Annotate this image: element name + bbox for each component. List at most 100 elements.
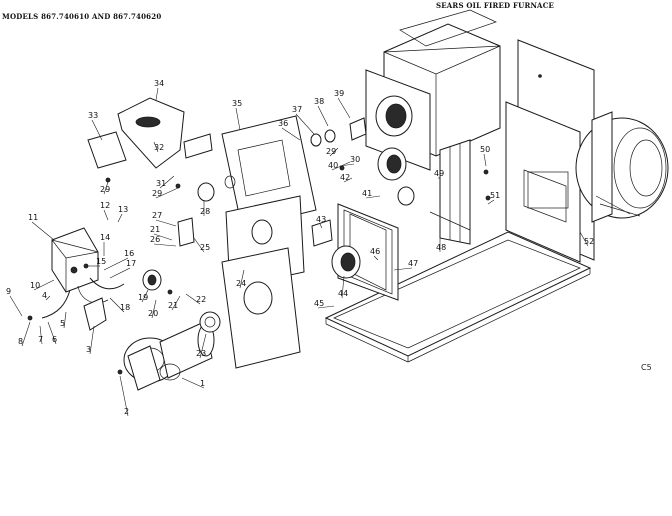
callout-19: 19	[138, 293, 148, 302]
callout-37: 37	[292, 105, 302, 114]
callout-25: 25	[200, 243, 210, 252]
leader-line	[185, 293, 201, 305]
leader-line	[235, 107, 241, 131]
callout-36: 36	[278, 119, 288, 128]
base-pan	[324, 231, 592, 363]
leader-line	[109, 297, 125, 313]
leader-line	[63, 311, 67, 329]
callout-8: 8	[18, 337, 23, 346]
callout-10: 10	[30, 281, 40, 290]
callout-38: 38	[314, 97, 324, 106]
leader-line	[153, 243, 177, 247]
rear-panel	[505, 39, 595, 263]
gasket-ring	[199, 311, 221, 333]
oil-burner	[123, 321, 215, 391]
leader-line	[117, 213, 123, 223]
leader-line	[365, 195, 381, 199]
callout-35: 35	[232, 99, 242, 108]
callout-48: 48	[436, 243, 446, 252]
blower-assembly	[575, 111, 669, 223]
callout-21: 21	[150, 225, 160, 234]
leader-line	[47, 321, 57, 345]
callout-22: 22	[196, 295, 206, 304]
leader-line	[155, 219, 177, 227]
callout-29: 29	[100, 185, 110, 194]
callout-52: 52	[584, 237, 594, 246]
callout-28: 28	[200, 207, 210, 216]
callout-13: 13	[118, 205, 128, 214]
leader-line	[39, 325, 43, 345]
callout-30: 30	[350, 155, 360, 164]
callout-24: 24	[236, 279, 246, 288]
heat-exchanger	[365, 9, 501, 245]
callout-46: 46	[370, 247, 380, 256]
leader-line	[103, 257, 129, 271]
leader-line	[483, 153, 487, 167]
control-box	[51, 227, 99, 293]
callout-26: 26	[150, 235, 160, 244]
flue-collar	[87, 97, 185, 169]
callout-11: 11	[28, 213, 38, 222]
leader-line	[579, 231, 589, 247]
leader-line	[393, 267, 413, 271]
small-parts	[27, 117, 491, 375]
callout-31: 31	[156, 179, 166, 188]
leader-line	[31, 221, 55, 241]
leader-line	[317, 105, 329, 127]
leader-line	[487, 199, 495, 205]
leader-line	[331, 161, 351, 171]
leader-line	[141, 289, 149, 303]
callout-29: 29	[152, 189, 162, 198]
callout-41: 41	[362, 189, 372, 198]
callout-7: 7	[38, 335, 43, 344]
callout-44: 44	[338, 289, 348, 298]
callout-15: 15	[96, 257, 106, 266]
burner-panel	[221, 247, 301, 369]
leader-line	[341, 275, 345, 299]
callout-20: 20	[148, 309, 158, 318]
leader-line	[171, 295, 181, 311]
leader-line	[33, 279, 55, 291]
callout-32: 32	[154, 143, 164, 152]
callout-5: 5	[60, 319, 65, 328]
callout-51: 51	[490, 191, 500, 200]
diagram-title: SEARS OIL FIRED FURNACE	[436, 1, 554, 10]
callout-50: 50	[480, 145, 490, 154]
leader-line	[109, 267, 131, 279]
leader-line	[103, 209, 109, 221]
leader-line	[153, 233, 173, 241]
leader-line	[329, 147, 339, 157]
callout-3: 3	[86, 345, 91, 354]
leader-line	[89, 325, 95, 355]
leader-line	[295, 113, 315, 135]
leader-line	[199, 333, 207, 359]
callout-33: 33	[88, 111, 98, 120]
leader-line	[45, 295, 51, 301]
leader-line	[343, 177, 353, 183]
callout-49: 49	[434, 169, 444, 178]
callout-39: 39	[334, 89, 344, 98]
callout-27: 27	[152, 211, 162, 220]
leader-line	[159, 175, 175, 189]
leader-line	[21, 321, 31, 347]
callout-29: 29	[326, 147, 336, 156]
callout-34: 34	[154, 79, 164, 88]
leader-line	[9, 295, 23, 317]
callout-18: 18	[120, 303, 130, 312]
callout-47: 47	[408, 259, 418, 268]
callout-1: 1	[200, 379, 205, 388]
callout-4: 4	[42, 291, 47, 300]
callout-12: 12	[100, 201, 110, 210]
leader-line	[239, 269, 245, 289]
fire-door-parts	[331, 147, 471, 301]
leader-line	[155, 87, 159, 101]
diagram-code: C5	[641, 363, 652, 372]
callout-16: 16	[124, 249, 134, 258]
callout-42: 42	[340, 173, 350, 182]
leader-line	[317, 305, 335, 309]
callout-21: 21	[168, 301, 178, 310]
wiring-harness	[41, 277, 125, 331]
callout-17: 17	[126, 259, 136, 268]
